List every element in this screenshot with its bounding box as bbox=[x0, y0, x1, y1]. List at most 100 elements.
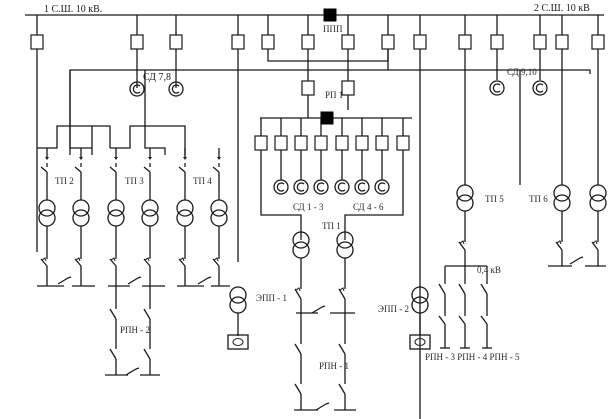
breaker-hook bbox=[41, 257, 47, 262]
transformers bbox=[38, 184, 607, 314]
transformer-tp2-4-5 bbox=[176, 199, 194, 227]
feeder-arrow-icon bbox=[148, 157, 152, 160]
feeder-arrow-icon bbox=[183, 157, 187, 160]
breaker-hook bbox=[144, 257, 150, 262]
motor-inner-arc bbox=[316, 182, 325, 192]
switch-blade bbox=[212, 258, 220, 267]
motor-outer-circle bbox=[354, 179, 370, 195]
motor-outer-circle bbox=[374, 179, 390, 195]
synchronous-motors bbox=[129, 80, 548, 195]
motor-sd1-6-3 bbox=[313, 179, 329, 195]
breaker-icon bbox=[261, 34, 275, 50]
switch-rpn2 bbox=[109, 345, 117, 365]
tp1-label: ТП 1 bbox=[322, 221, 341, 231]
breaker-tp-out-4 bbox=[143, 255, 151, 272]
breaker-sd910-1 bbox=[490, 34, 504, 50]
breaker-rp1-out-2 bbox=[274, 135, 288, 151]
transformer-tp5 bbox=[456, 184, 474, 212]
switch-blade bbox=[294, 383, 302, 395]
breaker-tp1 bbox=[294, 285, 302, 305]
transformer-secondary-winding bbox=[292, 241, 310, 259]
transformer-primary-winding bbox=[229, 286, 247, 304]
breaker-tp-out-5 bbox=[178, 255, 186, 272]
rpn345-label: РПН - 3 РПН - 4 РПН - 5 bbox=[425, 352, 520, 362]
switch-rpn2 bbox=[109, 305, 117, 325]
tie-switch-tp3 bbox=[127, 276, 142, 285]
breaker-tp6-right bbox=[555, 34, 569, 50]
switch-blade bbox=[458, 241, 466, 251]
transformer-primary-winding bbox=[176, 199, 194, 217]
breaker-tp-out-2 bbox=[74, 255, 82, 272]
breakers bbox=[30, 8, 605, 151]
transformer-secondary-winding bbox=[176, 209, 194, 227]
tie-switch-rpn2 bbox=[125, 367, 140, 376]
switch-rpn1 bbox=[294, 340, 302, 360]
switch-rpn3-5 bbox=[458, 280, 466, 300]
motor-inner-arc bbox=[132, 84, 141, 94]
motor-outer-circle bbox=[273, 179, 289, 195]
switch-rpn2 bbox=[143, 305, 151, 325]
switch-rpn1 bbox=[338, 340, 346, 360]
rp1-sectional-breaker-icon bbox=[320, 111, 334, 125]
loop-tp3 bbox=[69, 70, 93, 149]
transformer-secondary-winding bbox=[210, 209, 228, 227]
motor-sd910-1 bbox=[489, 80, 505, 96]
transformer-secondary-winding bbox=[229, 296, 247, 314]
motor-outer-circle bbox=[129, 81, 145, 97]
transformer-secondary-winding bbox=[456, 194, 474, 212]
switch-tp-in-1 bbox=[40, 163, 48, 178]
transformer-tp2-4-6 bbox=[210, 199, 228, 227]
furnace-epp1 bbox=[227, 334, 249, 350]
tp6-label: ТП 6 bbox=[529, 194, 548, 204]
switch-blade bbox=[178, 258, 186, 267]
breaker-sd78-2 bbox=[169, 34, 183, 50]
breaker-feeder-420 bbox=[413, 34, 427, 50]
breaker-rp1-out-8 bbox=[396, 135, 410, 151]
breaker-hook bbox=[75, 257, 81, 262]
breaker-icon bbox=[341, 34, 355, 50]
transformer-tp2-4-3 bbox=[107, 199, 125, 227]
sd46-label: СД 4 - 6 bbox=[353, 202, 384, 212]
switch-rpn1 bbox=[338, 380, 346, 400]
transformer-primary-winding bbox=[411, 286, 429, 304]
switch-tp-in-4 bbox=[143, 163, 151, 178]
motor-inner-arc bbox=[171, 84, 180, 94]
breaker-rp1-in-left bbox=[301, 80, 315, 96]
transformer-secondary-winding bbox=[336, 241, 354, 259]
motor-inner-arc bbox=[337, 182, 346, 192]
switch-tp-in-2 bbox=[74, 163, 82, 178]
transformer-primary-winding bbox=[336, 231, 354, 249]
motor-inner-arc bbox=[535, 83, 544, 93]
motor-inner-arc bbox=[492, 83, 501, 93]
motor-sd78-1 bbox=[129, 81, 145, 97]
switch-blade bbox=[74, 258, 82, 267]
epp1-label: ЭПП - 1 bbox=[256, 293, 287, 303]
motor-sd910-2 bbox=[532, 80, 548, 96]
tie-switch-tp6 bbox=[569, 256, 584, 265]
sectional-breaker-ppp-icon bbox=[323, 8, 337, 22]
tie-switch-tp4 bbox=[197, 276, 212, 285]
motor-sd1-6-4 bbox=[334, 179, 350, 195]
breaker-rp1-out-1 bbox=[254, 135, 268, 151]
loop-tp4 bbox=[110, 125, 186, 155]
switch-blade bbox=[109, 166, 117, 173]
breaker-rp1-in-right bbox=[341, 80, 355, 96]
furnace-epp2 bbox=[409, 334, 431, 350]
tp5-label: ТП 5 bbox=[485, 194, 504, 204]
loop-inner bbox=[144, 70, 166, 155]
switch-blade bbox=[143, 166, 151, 173]
breaker-tp1 bbox=[338, 285, 346, 305]
motor-sd1-6-6 bbox=[374, 179, 390, 195]
switch-blade bbox=[480, 315, 488, 325]
transformer-primary-winding bbox=[589, 184, 607, 202]
transformer-secondary-winding bbox=[589, 194, 607, 212]
rpn1-label: РПН - 1 bbox=[319, 361, 349, 371]
transformer-tp2-4-4 bbox=[141, 199, 159, 227]
feeder-arrow-icon bbox=[45, 157, 49, 160]
rp1-label: РП 1 bbox=[325, 90, 343, 100]
motor-outer-circle bbox=[293, 179, 309, 195]
transformer-secondary-winding bbox=[141, 209, 159, 227]
switch-blade bbox=[109, 308, 117, 320]
